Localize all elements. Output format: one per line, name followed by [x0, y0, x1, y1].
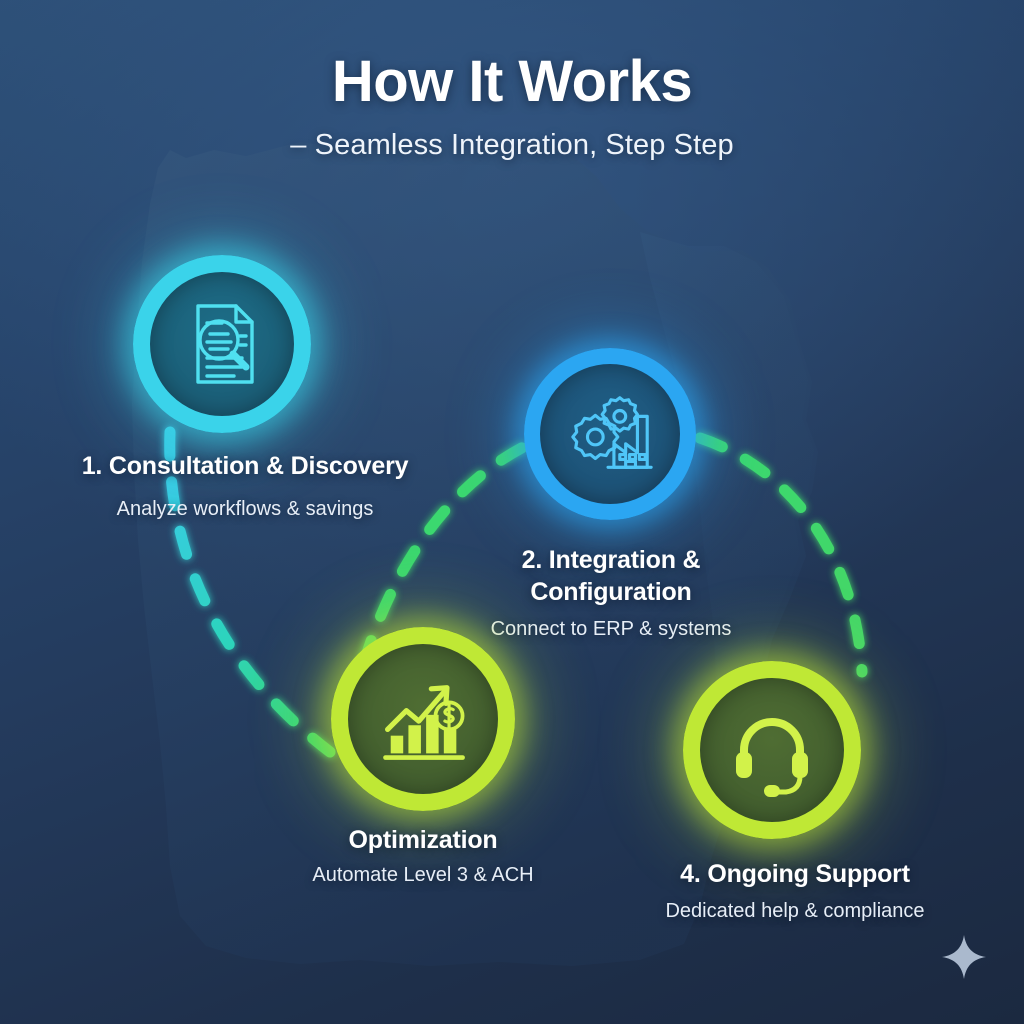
four-point-star-icon: [942, 935, 986, 979]
page-subtitle: – Seamless Integration, Step Step: [290, 128, 734, 161]
step-1-description: Analyze workflows & savings: [116, 498, 374, 520]
step-4-description: Dedicated help & compliance: [665, 900, 925, 922]
document-magnifier-icon: [196, 304, 254, 384]
headset-support-icon: [736, 718, 808, 797]
page-title: How It Works: [331, 49, 693, 114]
step-1-caption: 1. Consultation & Discovery Analyze work…: [80, 450, 410, 522]
header: How It Works – Seamless Integration, Ste…: [0, 49, 1024, 162]
step-2-caption: 2. Integration & Configuration Connect t…: [458, 544, 764, 642]
sparkle-decoration: [940, 933, 988, 986]
step-4-title: 4. Ongoing Support: [680, 860, 910, 888]
step-3-icon-circle[interactable]: [331, 627, 515, 811]
step-1-title: 1. Consultation & Discovery: [81, 452, 409, 480]
step-3-description: Automate Level 3 & ACH: [312, 864, 534, 886]
step-3-caption: Optimization Automate Level 3 & ACH: [270, 824, 576, 888]
step-2-description: Connect to ERP & systems: [490, 618, 732, 640]
step-1-icon-circle[interactable]: [133, 255, 311, 433]
step-3-title: Optimization: [348, 826, 498, 854]
step-4-caption: 4. Ongoing Support Dedicated help & comp…: [620, 858, 970, 924]
gears-factory-icon: [571, 396, 653, 469]
step-2-title: 2. Integration & Configuration: [521, 546, 701, 606]
step-2-icon-circle[interactable]: [524, 348, 696, 520]
growth-chart-dollar-icon: [383, 685, 465, 760]
step-4-icon-circle[interactable]: [683, 661, 861, 839]
